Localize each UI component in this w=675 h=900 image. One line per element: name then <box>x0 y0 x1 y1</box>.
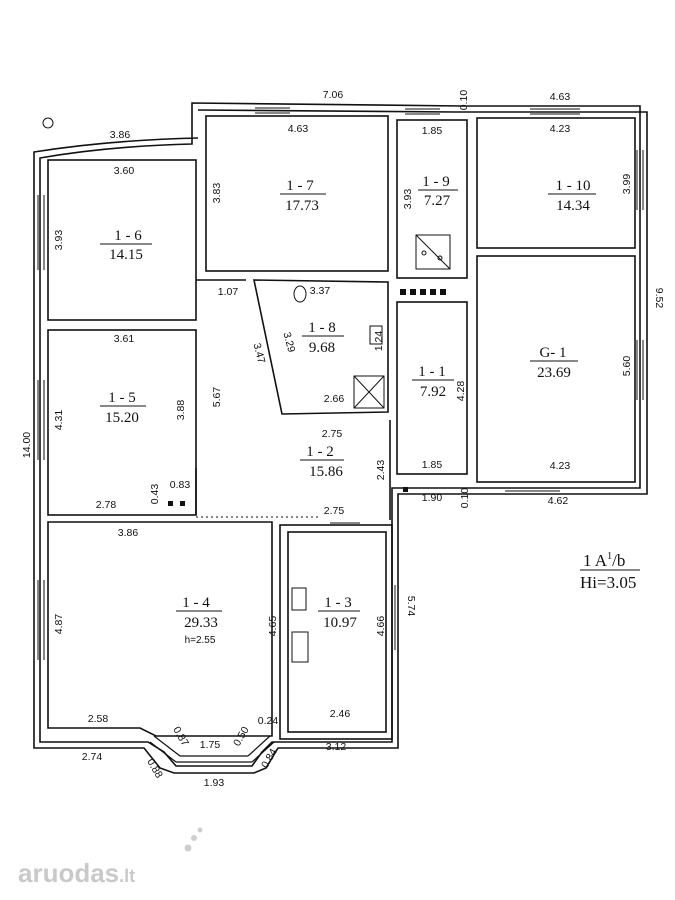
walls <box>33 102 648 774</box>
room-1-6-code: 1 - 6 <box>114 228 142 244</box>
dim-r11-b: 1.85 <box>422 459 443 471</box>
dim-r18-b: 2.66 <box>324 393 345 405</box>
dim-r14-h: 4.87 <box>53 614 65 635</box>
room-1-4-height: h=2.55 <box>185 635 216 646</box>
room-g-1-code: G- 1 <box>539 345 566 361</box>
room-1-9-area: 7.27 <box>424 193 451 209</box>
dim-r14-w: 3.86 <box>118 527 139 539</box>
dim-275a: 2.75 <box>322 428 343 440</box>
dim-r15-h2: 3.88 <box>175 400 187 421</box>
dim-r15-b: 2.78 <box>96 499 117 511</box>
dim-190: 1.90 <box>422 492 443 504</box>
dim-124: 1.24 <box>373 331 385 352</box>
room-1-1-code: 1 - 1 <box>418 364 446 380</box>
windows <box>37 107 644 660</box>
room-1-4-code: 1 - 4 <box>182 595 210 611</box>
dim-r15-w: 3.61 <box>114 333 135 345</box>
dim-043: 0.43 <box>149 484 161 505</box>
room-1-7-area: 17.73 <box>285 198 319 214</box>
dim-r18-w: 3.37 <box>310 285 331 297</box>
dim-r110-w: 4.23 <box>550 123 571 135</box>
dim-top-010: 0.10 <box>458 90 470 111</box>
watermark-dots-icon <box>184 827 203 852</box>
dim-258: 2.58 <box>88 713 109 725</box>
dim-r19-w: 1.85 <box>422 125 443 137</box>
dimension-labels: 7.06 0.10 4.63 3.86 4.63 1.85 4.23 3.60 … <box>21 89 665 789</box>
watermark: aruodas.lt <box>18 827 203 888</box>
dim-r110-h: 3.99 <box>621 174 633 195</box>
dim-right-952: 9.52 <box>653 288 665 309</box>
room-1-3-area: 10.97 <box>323 615 357 631</box>
dim-083: 0.83 <box>170 479 191 491</box>
title-block: 1 A1/b Hi=3.05 <box>580 551 640 592</box>
room-1-5-code: 1 - 5 <box>108 390 136 406</box>
room-1-4-area: 29.33 <box>184 615 218 631</box>
room-1-7-code: 1 - 7 <box>286 178 314 194</box>
room-g-1-area: 23.69 <box>537 365 571 381</box>
dim-top-706: 7.06 <box>323 89 344 101</box>
dim-024: 0.24 <box>258 715 279 727</box>
room-labels: 1 - 6 14.15 1 - 7 17.73 1 - 9 7.27 1 - 1… <box>100 174 596 646</box>
dim-r15-h: 4.31 <box>53 410 65 431</box>
dim-275b: 2.75 <box>324 505 345 517</box>
room-1-1-area: 7.92 <box>420 384 446 400</box>
room-1-10-area: 14.34 <box>556 198 590 214</box>
dim-010b: 0.10 <box>459 488 471 509</box>
dim-r16-h: 3.93 <box>53 230 65 251</box>
dim-top-386: 3.86 <box>110 129 131 141</box>
dim-088: 0.88 <box>144 757 165 781</box>
dim-274: 2.74 <box>82 751 103 763</box>
room-1-10-code: 1 - 10 <box>556 178 591 194</box>
dim-r13-h1: 4.65 <box>267 616 279 637</box>
dim-107: 1.07 <box>218 286 239 298</box>
dim-193: 1.93 <box>204 777 225 789</box>
dim-r19-h: 3.93 <box>402 189 414 210</box>
dim-462: 4.62 <box>548 495 569 507</box>
dim-r18-h1: 3.47 <box>250 342 267 365</box>
dim-246: 2.46 <box>330 708 351 720</box>
room-1-9-code: 1 - 9 <box>422 174 450 190</box>
fixtures <box>42 117 451 663</box>
dim-left-1400: 14.00 <box>21 432 33 458</box>
room-1-2-code: 1 - 2 <box>306 444 334 460</box>
bay-window <box>149 735 275 763</box>
dim-g1-b: 4.23 <box>550 460 571 472</box>
dim-r17-w: 4.63 <box>288 123 309 135</box>
dim-r11-h: 4.28 <box>455 381 467 402</box>
title-line2: Hi=3.05 <box>580 573 636 592</box>
room-1-2-area: 15.86 <box>309 464 343 480</box>
dim-g1-h: 5.60 <box>621 356 633 377</box>
dim-312: 3.12 <box>326 741 347 753</box>
watermark-text: aruodas.lt <box>18 858 135 888</box>
dim-243: 2.43 <box>375 460 387 481</box>
dim-r18-h2: 3.29 <box>280 331 297 354</box>
dim-r17-h: 3.83 <box>211 183 223 204</box>
dim-top-463: 4.63 <box>550 91 571 103</box>
room-1-3-code: 1 - 3 <box>324 595 352 611</box>
room-1-5-area: 15.20 <box>105 410 139 426</box>
room-1-8-code: 1 - 8 <box>308 320 336 336</box>
dim-corr-567: 5.67 <box>211 387 223 408</box>
dim-175: 1.75 <box>200 739 221 751</box>
dim-r16-w: 3.60 <box>114 165 135 177</box>
room-1-6-area: 14.15 <box>109 247 143 263</box>
room-1-8-area: 9.68 <box>309 340 335 356</box>
dim-r13-h2: 4.66 <box>375 616 387 637</box>
vent-grid <box>168 289 446 506</box>
title-line1: 1 A1/b <box>583 551 625 570</box>
dim-574: 5.74 <box>405 596 417 617</box>
